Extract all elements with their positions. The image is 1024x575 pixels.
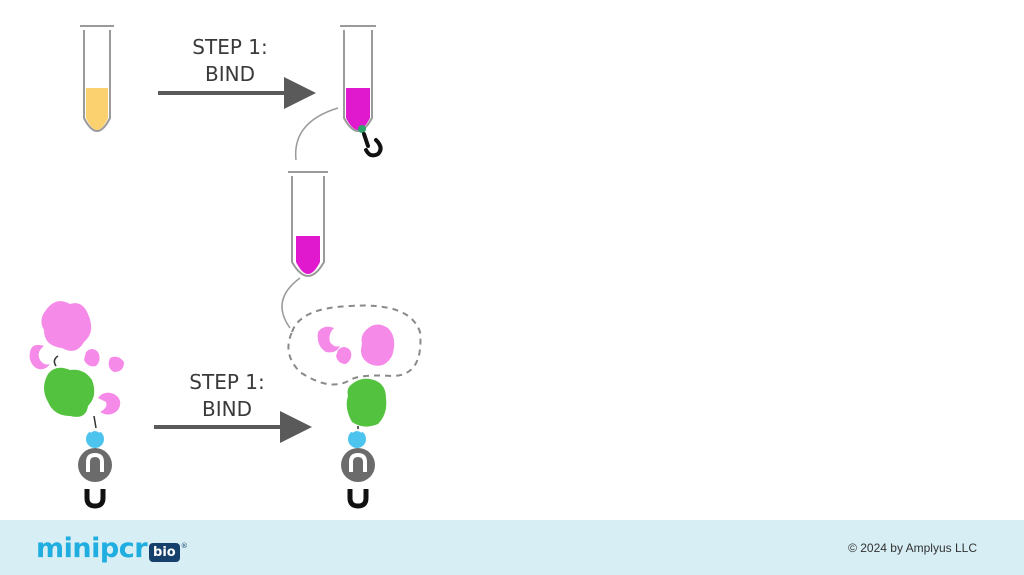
step-label-top-line2: BIND [205,62,255,86]
step-label-top: STEP 1: BIND [170,34,290,88]
minipcr-logo: minipcr bio ® [36,532,188,564]
step-label-top-line1: STEP 1: [192,35,268,59]
sample-tube-magenta-magnet [340,25,383,158]
magnet-disc-right [341,448,375,482]
magnet-disc-left [78,448,112,482]
bead-right [348,430,366,448]
logo-registered-mark: ® [180,542,188,550]
magnet-icon-left [84,489,106,509]
bead-left [86,430,104,448]
zoom-region-outline [287,304,422,386]
copyright-text: © 2024 by Amplyus LLC [848,541,977,555]
protein-mixture-left [29,301,124,509]
logo-word: minipcr [36,532,148,564]
bind-step-diagram [29,25,422,509]
sample-tube-yellow [80,25,114,132]
protein-bound-right [317,324,395,509]
logo-bio-tag: bio [149,542,180,562]
zoom-curve-2 [281,277,301,329]
sample-tube-zoom [288,171,328,277]
magnet-icon-right [347,489,369,509]
step-label-bottom-line2: BIND [202,397,252,421]
step-label-bottom-line1: STEP 1: [189,370,265,394]
zoom-curve-1 [294,107,339,161]
step-label-bottom: STEP 1: BIND [167,369,287,423]
